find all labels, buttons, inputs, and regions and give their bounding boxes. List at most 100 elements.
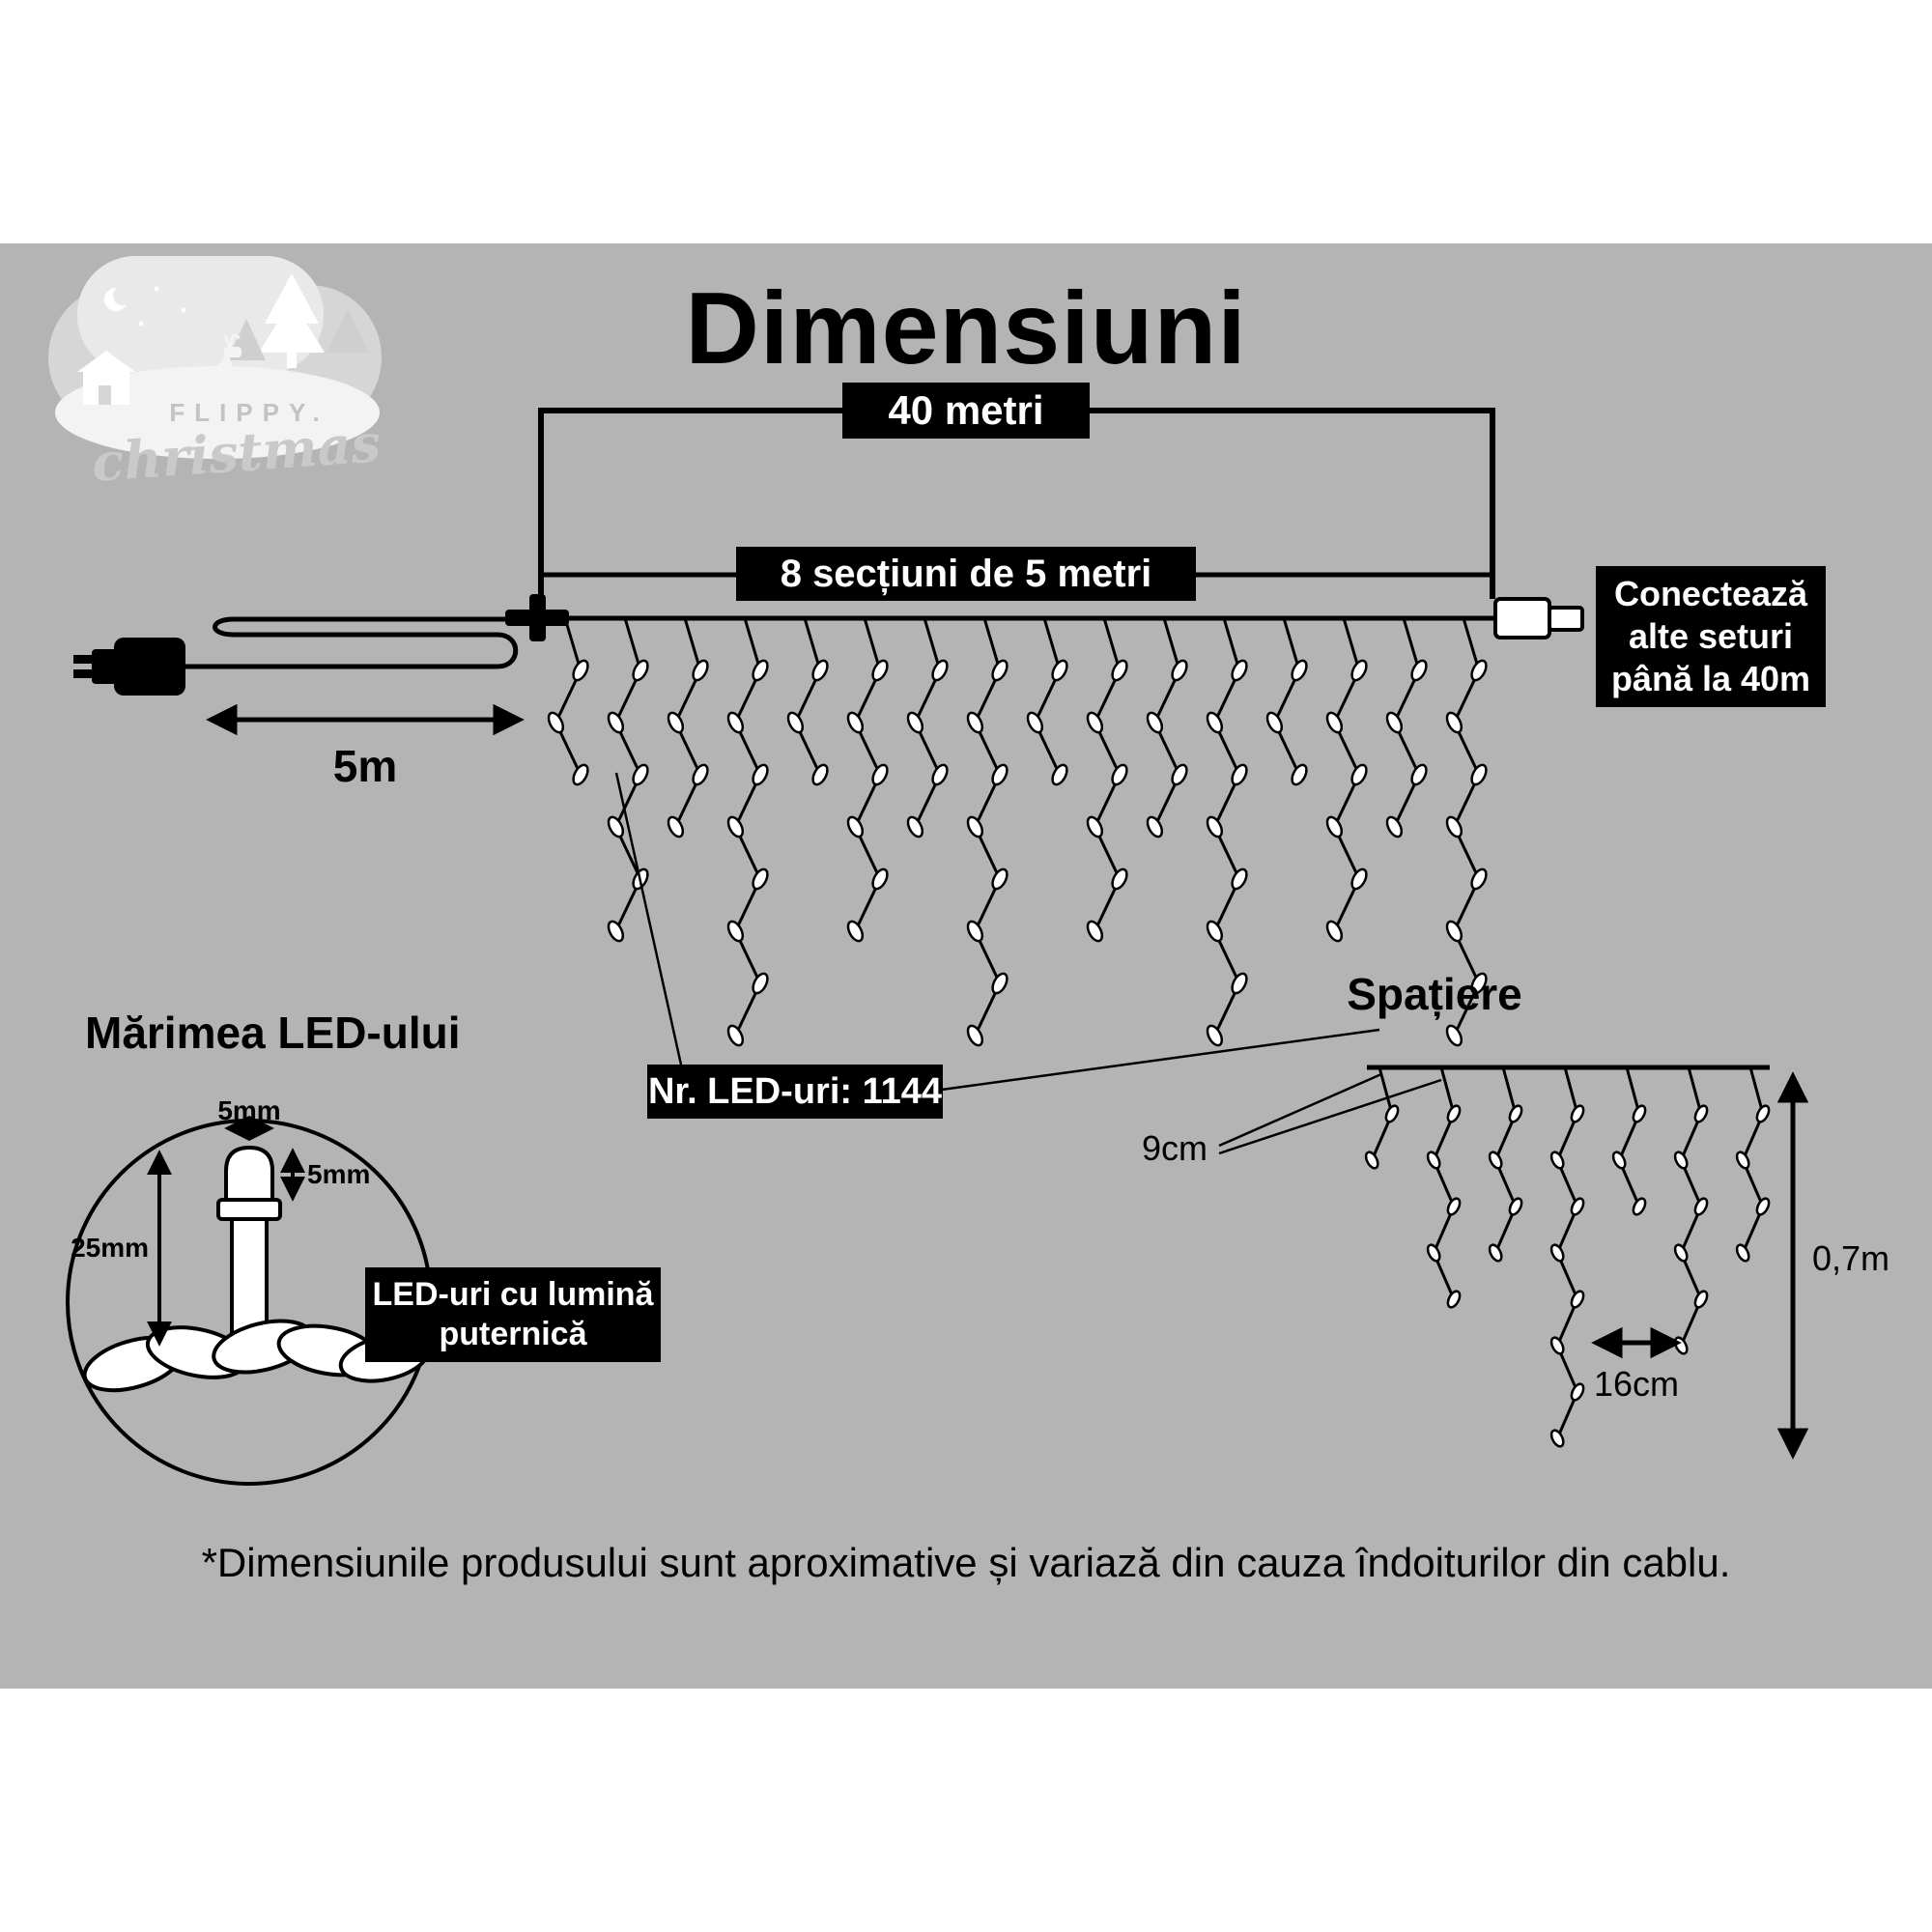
led-bulb — [1549, 1243, 1565, 1263]
led-count-label: Nr. LED-uri: 1144 — [647, 1065, 943, 1119]
led-bulb — [1426, 1243, 1441, 1263]
led-bulb — [1446, 1290, 1462, 1309]
led-bulb — [991, 972, 1009, 995]
page-title: Dimensiuni — [685, 271, 1247, 385]
led-bulb — [1206, 920, 1224, 943]
light-strand — [1617, 1066, 1641, 1208]
led-bulb — [811, 659, 829, 682]
sections-label: 8 secțiuni de 5 metri — [736, 547, 1196, 601]
led-bulb — [871, 867, 889, 891]
led-bulb — [1385, 711, 1404, 734]
led-bulb — [1410, 659, 1428, 682]
led-size-arrows — [147, 1116, 305, 1347]
led-bulb — [1410, 763, 1428, 786]
led-bulb — [1086, 815, 1104, 838]
led-bulb — [667, 711, 685, 734]
led-bulb — [1350, 659, 1368, 682]
led-bulb — [607, 920, 625, 943]
light-strand — [1272, 617, 1301, 776]
led-bulb — [1206, 1024, 1224, 1047]
led-bulb — [1231, 659, 1248, 682]
led-bulb — [871, 763, 889, 786]
lead-length-label: 5m — [332, 741, 398, 791]
led-bulb — [1693, 1104, 1709, 1123]
led-bulb — [1265, 711, 1284, 734]
led-bulb — [1325, 920, 1344, 943]
deer-icon — [176, 332, 242, 407]
led-bulb — [1146, 815, 1164, 838]
led-bulb — [1632, 1197, 1647, 1216]
led-bulb — [1350, 867, 1368, 891]
led-bulb — [692, 763, 709, 786]
led-height-label: 5mm — [307, 1159, 371, 1189]
light-strand — [1432, 1066, 1456, 1300]
led-bulb — [1171, 659, 1188, 682]
spacing-gap-lines — [1218, 1072, 1442, 1155]
main-light-curtain — [547, 617, 1488, 1047]
led-bulb — [1755, 1197, 1771, 1216]
led-bulb — [632, 659, 649, 682]
led-bulb — [1445, 1024, 1463, 1047]
led-bulb — [1570, 1197, 1585, 1216]
led-bulb — [752, 867, 769, 891]
led-bulb — [1508, 1197, 1523, 1216]
led-bulb — [572, 763, 589, 786]
led-bulb — [1086, 711, 1104, 734]
spacing-drop-height-label: 0,7m — [1812, 1238, 1890, 1278]
light-strand — [554, 617, 582, 776]
led-bulb — [1325, 711, 1344, 734]
led-bulb — [572, 659, 589, 682]
led-bulb — [991, 867, 1009, 891]
led-bulb — [752, 659, 769, 682]
led-bulb — [1470, 867, 1488, 891]
led-bulb — [1111, 659, 1128, 682]
led-callout-box: LED-uri cu lumină puternică — [365, 1267, 661, 1362]
led-bulb — [1549, 1429, 1565, 1448]
led-bulb — [1206, 711, 1224, 734]
led-bulb — [667, 815, 685, 838]
led-bulb — [1446, 1197, 1462, 1216]
led-bulb — [692, 659, 709, 682]
led-bulb — [1549, 1336, 1565, 1355]
led-length-label: 25mm — [71, 1233, 149, 1263]
led-bulb — [931, 763, 949, 786]
gray-background-band — [0, 243, 1932, 1689]
led-bulb — [547, 711, 565, 734]
led-bulb — [1470, 763, 1488, 786]
led-bulb — [931, 659, 949, 682]
led-bulb — [1350, 763, 1368, 786]
led-bulb — [1570, 1290, 1585, 1309]
logo-brand-text: FLIPPY. — [169, 398, 329, 427]
led-bulb — [846, 920, 865, 943]
led-bulb — [1086, 920, 1104, 943]
light-strand — [793, 617, 822, 776]
led-bulb — [1445, 711, 1463, 734]
led-bulb — [846, 815, 865, 838]
led-bulb — [811, 763, 829, 786]
led-bulb — [1673, 1336, 1689, 1355]
led-bulb — [1111, 867, 1128, 891]
led-bulb — [1446, 1104, 1462, 1123]
led-size-heading: Mărimea LED-ului — [85, 1008, 461, 1058]
led-bulb — [966, 711, 984, 734]
led-bulb — [1231, 972, 1248, 995]
spacing-heading: Spațiere — [1347, 969, 1522, 1019]
led-bulb — [1611, 1151, 1627, 1170]
led-width-label: 5mm — [217, 1095, 281, 1125]
led-bulb — [726, 920, 745, 943]
led-bulb — [1445, 920, 1463, 943]
light-strand — [1033, 617, 1062, 776]
led-bulb — [846, 711, 865, 734]
led-bulb-diagram — [216, 1145, 282, 1343]
led-bulb — [726, 711, 745, 734]
led-bulb — [607, 815, 625, 838]
led-bulb — [1470, 659, 1488, 682]
spacing-strand-gap-label: 16cm — [1593, 1364, 1680, 1404]
led-bulb — [906, 711, 924, 734]
end-connector-icon — [1493, 597, 1584, 639]
led-bulb — [1206, 815, 1224, 838]
spacing-first-gap-label: 9cm — [1141, 1128, 1208, 1168]
led-bulb — [1508, 1104, 1523, 1123]
led-bulb — [991, 763, 1009, 786]
